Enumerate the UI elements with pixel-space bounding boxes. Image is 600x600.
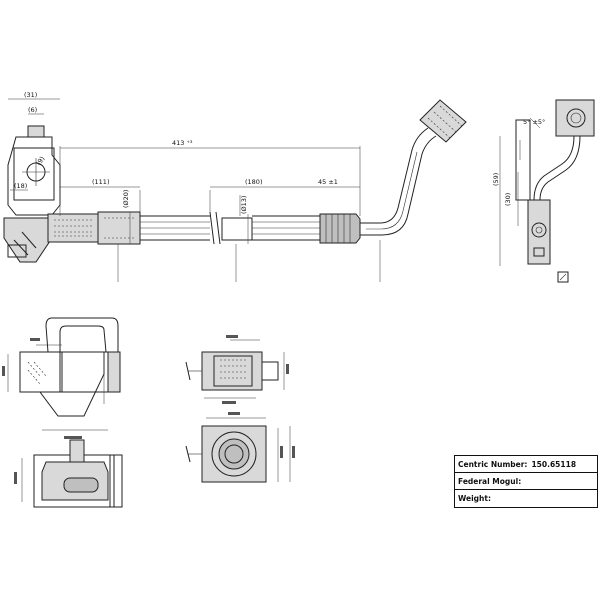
dim-31: (31) <box>24 91 37 99</box>
title-block-federal-row: Federal Mogul: <box>455 473 597 490</box>
dim-180: (180) <box>245 178 262 186</box>
centric-number-label: Centric Number: <box>458 459 528 469</box>
detail-view-connector-end <box>185 417 291 483</box>
dim-5deg: 5° ±5° <box>523 118 545 126</box>
weight-label: Weight: <box>458 494 491 503</box>
side-view <box>499 99 595 283</box>
title-block: Centric Number: 150.65118 Federal Mogul:… <box>454 455 598 508</box>
title-block-centric-row: Centric Number: 150.65118 <box>455 456 597 473</box>
dim-d13: (Ø13) <box>240 196 248 214</box>
dim-9: (9) <box>35 155 47 167</box>
detail-view-connector-top <box>185 339 285 399</box>
dim-6: (6) <box>28 106 37 114</box>
main-hose-view <box>3 98 467 282</box>
centric-number-value: 150.65118 <box>531 459 577 469</box>
dim-111: (111) <box>92 178 109 186</box>
federal-mogul-label: Federal Mogul: <box>458 476 522 486</box>
dim-d20: (Ø20) <box>122 190 130 208</box>
detail-view-y-block <box>7 317 121 431</box>
title-block-weight-row: Weight: <box>455 490 597 507</box>
dim-30: (30) <box>504 193 512 206</box>
detail-view-bracket <box>21 439 123 508</box>
dim-18: (18) <box>14 182 27 190</box>
dim-45: 45 ±1 <box>318 178 338 186</box>
dim-413: 413 ⁺³ <box>172 139 193 147</box>
detail-dim-marks <box>2 335 295 484</box>
dim-59: (59) <box>492 173 500 186</box>
